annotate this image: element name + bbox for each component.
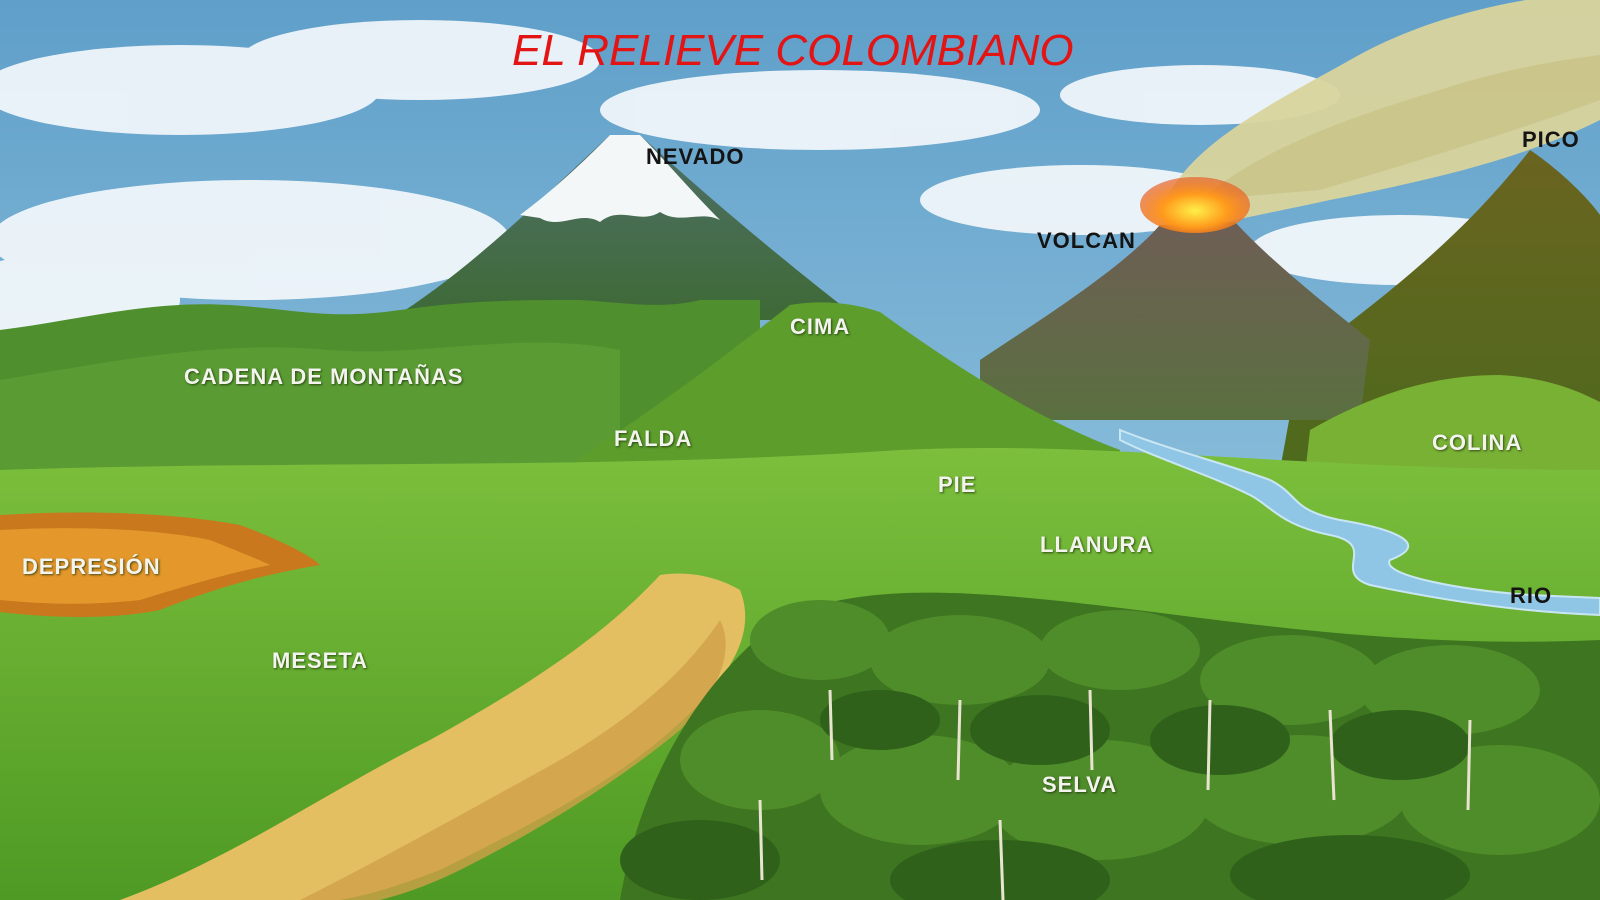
label-cadena-de-montanas: CADENA DE MONTAÑAS [184,364,464,389]
label-meseta: MESETA [272,648,369,673]
label-depresion: DEPRESIÓN [22,554,161,579]
page-title: EL RELIEVE COLOMBIANO [512,26,1074,75]
volcano-cone [980,222,1370,420]
nevado-mountain [390,135,860,320]
label-selva: SELVA [1042,772,1118,797]
nevado-snowcap [520,135,720,222]
label-cima: CIMA [790,314,851,339]
label-colina: COLINA [1432,430,1523,455]
meseta-cliff [120,573,746,900]
label-falda: FALDA [614,426,693,451]
clouds [0,20,1550,345]
label-volcan: VOLCAN [1037,228,1136,253]
label-rio: RIO [1510,583,1553,608]
selva-forest [620,592,1600,900]
river [1119,428,1600,617]
label-pie: PIE [938,472,977,497]
label-pico: PICO [1522,127,1580,152]
label-nevado: NEVADO [646,144,745,169]
label-llanura: LLANURA [1040,532,1154,557]
volcano-lava [1140,177,1250,233]
